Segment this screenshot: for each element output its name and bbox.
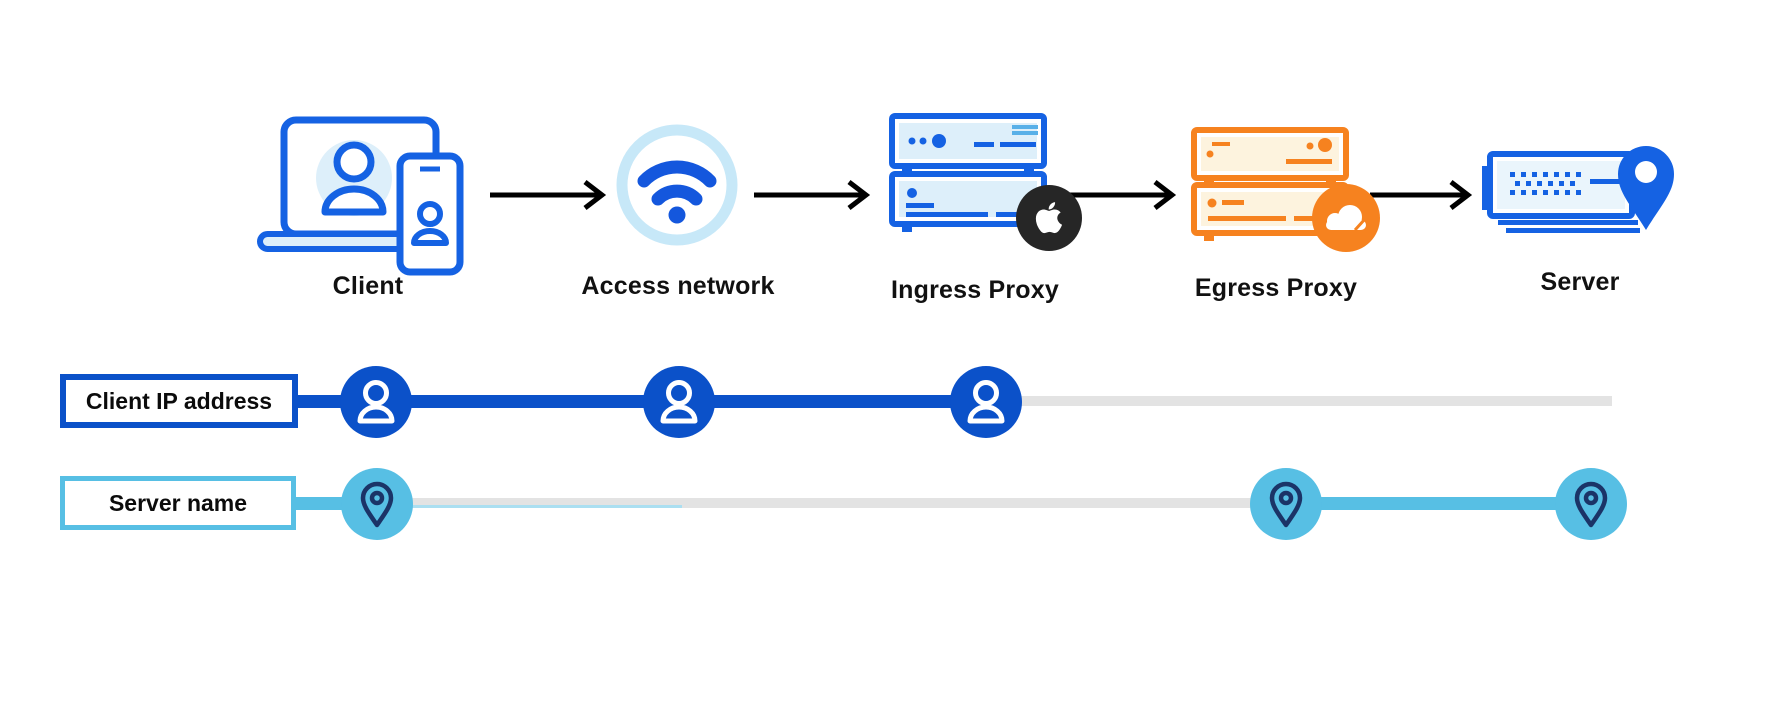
cloudflare-logo-icon bbox=[1312, 184, 1380, 252]
person-icon bbox=[340, 366, 412, 438]
arrow-right-icon bbox=[490, 180, 607, 210]
dot-grid bbox=[1510, 172, 1581, 195]
server-name-label: Server name bbox=[108, 489, 248, 516]
apple-logo-icon bbox=[1016, 185, 1082, 251]
person-icon bbox=[950, 366, 1022, 438]
location-pin-marker-icon bbox=[1555, 468, 1627, 540]
location-pin-icon bbox=[1618, 146, 1674, 230]
arrow-right-icon bbox=[754, 180, 871, 210]
node-label-client: Client bbox=[332, 272, 404, 300]
client-ip-visible-line bbox=[292, 395, 986, 408]
arrow-right-icon bbox=[1370, 180, 1473, 210]
node-label-access-network: Access network bbox=[581, 272, 775, 300]
location-pin-marker-icon bbox=[1250, 468, 1322, 540]
location-pin-marker-icon bbox=[341, 468, 413, 540]
client-ip-hidden-line bbox=[986, 396, 1612, 406]
laptop-phone-user-icon bbox=[257, 116, 464, 276]
arrow-right-icon bbox=[1064, 180, 1177, 210]
server-name-faint-line bbox=[412, 505, 682, 508]
server-name-label-box: Server name bbox=[60, 476, 296, 530]
client-ip-address-label-box: Client IP address bbox=[60, 374, 298, 428]
server-name-hidden-line bbox=[376, 498, 1288, 508]
client-ip-address-label: Client IP address bbox=[85, 387, 273, 414]
node-label-ingress-proxy: Ingress Proxy bbox=[891, 276, 1059, 304]
node-label-egress-proxy: Egress Proxy bbox=[1194, 274, 1358, 302]
server-name-visible-line-right bbox=[1285, 497, 1593, 510]
node-label-server: Server bbox=[1540, 268, 1620, 296]
person-icon bbox=[643, 366, 715, 438]
wifi-icon bbox=[616, 124, 738, 246]
